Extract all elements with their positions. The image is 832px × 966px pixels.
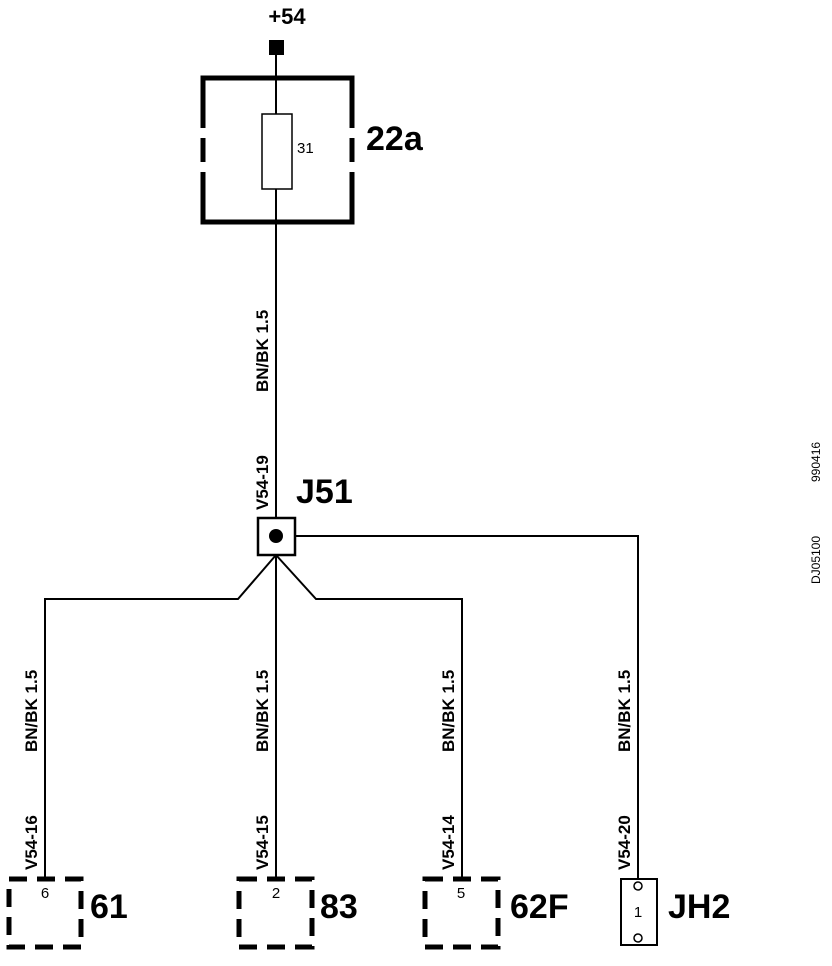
supply-label: +54 <box>268 4 306 29</box>
branch-wires <box>44 535 639 883</box>
branch-61-spec: BN/BK 1.5 <box>22 670 41 752</box>
connector-61 <box>6 876 84 950</box>
connector-83-label: 83 <box>320 888 358 926</box>
side-date-code: 990416 <box>809 442 823 482</box>
connector-62f-label: 62F <box>510 888 569 926</box>
connector-62f-pin: 5 <box>457 885 465 902</box>
fuse-number: 31 <box>297 140 314 157</box>
connector-61-pin: 6 <box>41 885 49 902</box>
supply-terminal <box>269 40 284 55</box>
main-wire-id: V54-19 <box>253 455 272 510</box>
branch-62f-spec: BN/BK 1.5 <box>439 670 458 752</box>
fuse-box-label: 22a <box>366 120 424 158</box>
connector-jh2-pin-top <box>633 881 643 891</box>
branch-jh2-id: V54-20 <box>615 815 634 870</box>
fuse-box-22a <box>200 75 355 225</box>
connector-62f <box>422 876 501 950</box>
connector-83-pin: 2 <box>272 885 280 902</box>
branch-jh2-spec: BN/BK 1.5 <box>615 670 634 752</box>
fuse-element <box>261 113 293 190</box>
branch-61-id: V54-16 <box>22 815 41 870</box>
branch-83-id: V54-15 <box>253 815 272 870</box>
branch-83-spec: BN/BK 1.5 <box>253 670 272 752</box>
connector-jh2-label: JH2 <box>668 888 730 926</box>
connector-83 <box>236 876 315 950</box>
main-wire-spec: BN/BK 1.5 <box>253 310 272 392</box>
junction-label: J51 <box>296 473 353 511</box>
connector-jh2-pin: 1 <box>634 904 642 921</box>
side-doc-code: DJ05100 <box>809 536 823 584</box>
junction-node <box>269 529 283 543</box>
connector-61-label: 61 <box>90 888 128 926</box>
branch-62f-id: V54-14 <box>439 815 458 870</box>
connector-jh2-pin-bottom <box>633 933 643 943</box>
